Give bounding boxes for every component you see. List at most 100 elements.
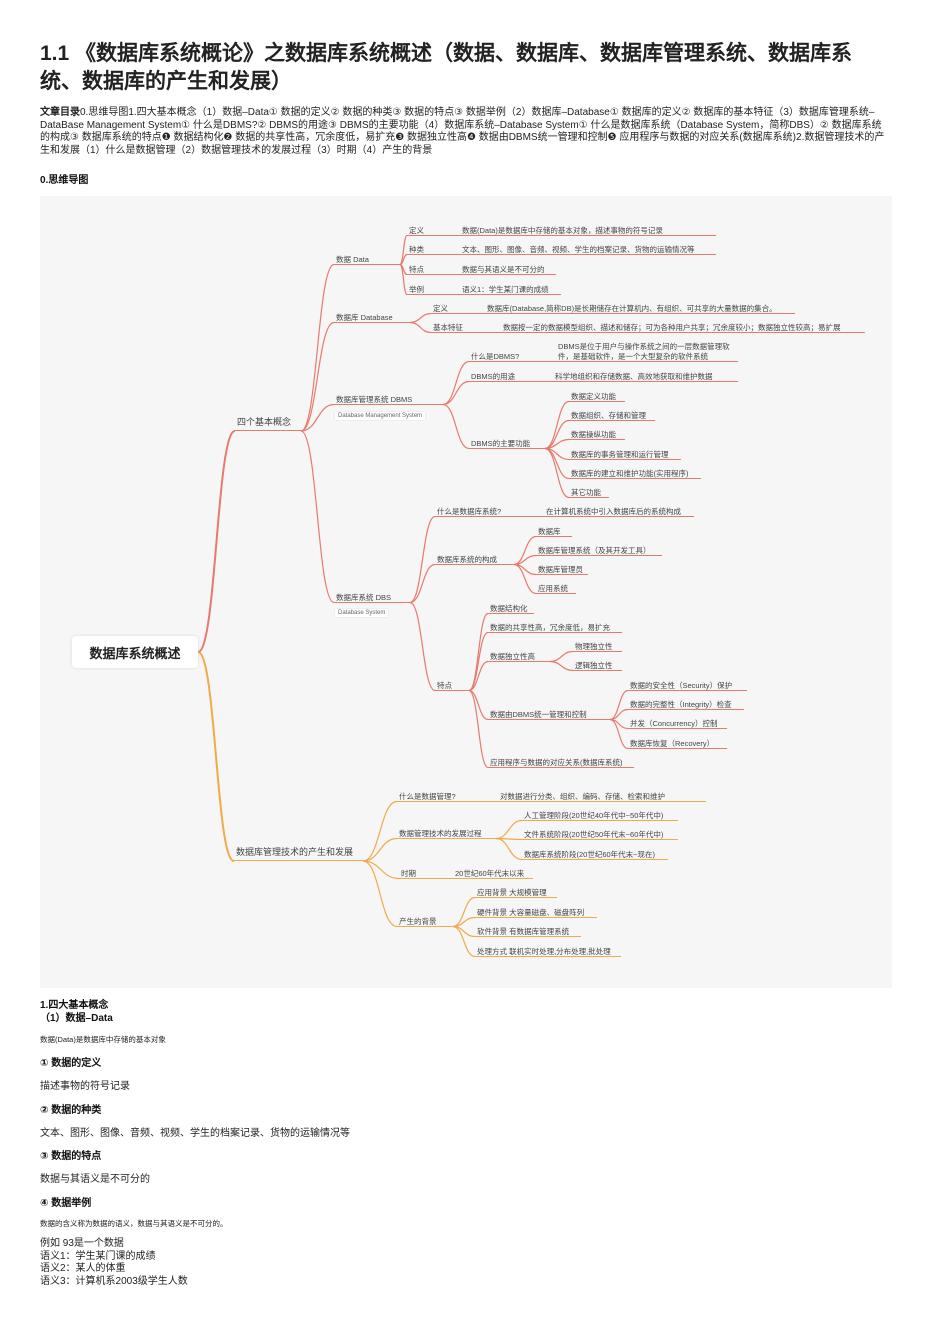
example-line: 例如 93是一个数据 (40, 1238, 124, 1249)
mind-map-edge (362, 800, 398, 862)
mind-map-node: 数据库系统的构成 (435, 554, 514, 565)
table-of-contents: 文章目录0.思维导图1.四大基本概念（1）数据–Data① 数据的定义② 数据的… (40, 107, 890, 157)
mind-map-node: 定义 (431, 303, 795, 314)
mind-map-edge (300, 321, 335, 432)
mind-map-node: 数据管理技术的发展过程 (397, 828, 496, 839)
heading-data: （1）数据–Data (40, 1013, 113, 1024)
mind-map-edge (549, 660, 574, 672)
mind-map-edge (300, 430, 335, 604)
section-heading-mindmap: 0.思维导图 (40, 175, 89, 186)
mind-map-edge (468, 631, 489, 692)
mind-map-node: 种类 (407, 244, 716, 255)
mind-map-edge (544, 447, 570, 499)
dbms-subtitle: Database Management System (334, 411, 427, 421)
mind-map-node: 应用系统 (536, 583, 576, 594)
mind-map-edge (549, 650, 574, 663)
mind-map-node: DBMS的用途 (469, 371, 738, 382)
mind-map-node: 逻辑独立性 (573, 660, 622, 671)
mind-map-edge (197, 430, 236, 653)
mind-map-edge (468, 612, 489, 692)
mind-map-node: 什么是数据库系统? (435, 506, 694, 517)
mind-map-node: 并发（Concurrency）控制 (628, 718, 727, 729)
mind-map-edge (495, 819, 523, 840)
mind-map-value: 数据按一定的数据模型组织、描述和储存；可为各种用户共享；冗余度较小；数据独立性较… (503, 322, 841, 332)
mind-map-value: DBMS是位于用户与操作系统之间的一层数据管理软件，是基础软件，是一个大型复杂的… (558, 342, 730, 361)
mind-map-node: 人工管理阶段(20世纪40年代中~50年代中) (522, 810, 678, 821)
mind-map-edge (409, 312, 432, 324)
mind-map-edge (468, 660, 489, 692)
mind-map-edge (495, 837, 523, 861)
mind-map-edge (442, 360, 470, 406)
types-text: 文本、图形、图像、音频、视频、学生的档案记录、货物的运输情况等 (40, 1128, 350, 1139)
toc-label: 文章目录 (40, 107, 80, 118)
mind-map-node: 数据由DBMS统一管理和控制 (488, 709, 610, 720)
mind-map-node: 硬件背景 大容量磁盘、磁盘阵列 (475, 907, 597, 918)
mind-map-edge (452, 925, 476, 958)
mind-map-node: 数据的完整性（Integrity）检查 (628, 699, 744, 710)
mind-map-node: 定义 (407, 225, 716, 236)
mind-map-edge (362, 860, 400, 880)
mind-map-node: 数据结构化 (488, 603, 534, 614)
mind-map-node: 数据库恢复（Recovery） (628, 738, 727, 749)
mind-map-node: 数据库管理员 (536, 564, 588, 575)
example-line: 语义1：学生某门课的成绩 (40, 1250, 156, 1262)
mind-map-node: 应用背景 大规模管理 (475, 887, 557, 898)
mind-map-node: 数据库 (536, 526, 572, 537)
mind-map-node: 软件背景 有数据库管理系统 (475, 926, 581, 937)
mind-map-edge (300, 263, 335, 432)
article-title: 1.1 《数据库系统概论》之数据库系统概述（数据、数据库、数据库管理系统、数据库… (40, 42, 853, 93)
mind-map-value: 语义1：学生某门课的成绩 (462, 284, 549, 294)
mind-map-edge (409, 601, 436, 692)
mind-map-node: 举例 (407, 284, 561, 295)
mind-map-node: 处理方式 联机实时处理,分布处理,批处理 (475, 946, 621, 957)
mind-map-node: 物理独立性 (573, 641, 622, 652)
mind-map-node: 数据库的事务管理和运行管理 (569, 449, 681, 460)
mind-map-node: 基本特征 (431, 322, 865, 333)
mind-map-value: 数据与其语义是不可分的 (462, 264, 545, 274)
mind-map-node: 数据的安全性（Security）保护 (628, 680, 747, 691)
toc-links[interactable]: 0.思维导图1.四大基本概念（1）数据–Data① 数据的定义② 数据的种类③ … (40, 107, 885, 156)
mind-map-node: 数据库系统 DBS (334, 592, 410, 603)
mind-map-node: 什么是DBMS? (469, 351, 738, 362)
mind-map-value: 20世纪60年代末以来 (455, 868, 525, 878)
mind-map-node: 数据的共享性高，冗余度低，易扩充 (488, 622, 622, 633)
heading-definition: ① 数据的定义 (40, 1058, 102, 1069)
mind-map-edge (409, 563, 436, 604)
mind-map-node: 数据库的建立和维护功能(实用程序) (569, 468, 701, 479)
mind-map-node: 数据独立性高 (488, 651, 550, 662)
mind-map-node: 其它功能 (569, 487, 609, 498)
definition-text: 描述事物的符号记录 (40, 1081, 130, 1092)
mind-map-edges (197, 234, 629, 958)
mind-map-node: 数据组织、存储和管理 (569, 410, 655, 421)
mind-map-node: 数据库系统阶段(20世纪60年代末~现在) (522, 849, 668, 860)
heading-features: ③ 数据的特点 (40, 1151, 102, 1162)
mind-map-image: 数据库系统概述 Database Management System Datab… (40, 196, 892, 988)
mind-map-node: 什么是数据管理? (397, 791, 706, 802)
example-line: 语义2：某人的体重 (40, 1263, 126, 1274)
mind-map-node: 数据库 Database (334, 312, 410, 323)
example-line: 语义3：计算机系2003级学生人数 (40, 1275, 188, 1287)
mind-map-node: 数据操纵功能 (569, 429, 625, 440)
mind-map-node: 特点 (407, 264, 556, 275)
mind-map-value: 在计算机系统中引入数据库后的系统构成 (546, 506, 681, 516)
mind-map-value: 数据(Data)是数据库中存储的基本对象，描述事物的符号记录 (462, 225, 663, 235)
mind-map-edge (362, 860, 398, 928)
example-lines: 例如 93是一个数据 语义1：学生某门课的成绩 语义2：某人的体重 语义3：计算… (40, 1238, 188, 1288)
examples-text: 数据的含义称为数据的语义，数据与其语义是不可分的。 (40, 1219, 228, 1228)
mind-map-edge (609, 718, 629, 750)
mind-map-node: 数据库管理系统 DBMS (334, 394, 443, 405)
mind-map-edge (442, 380, 470, 406)
mind-map-edge (442, 403, 470, 450)
mind-map-value: 文本、图形、图像、音频、视频、学生的档案记录、货物的运输情况等 (462, 244, 695, 254)
mind-map-edge (197, 651, 235, 862)
mind-map-edge (468, 689, 489, 721)
mind-map-edge (399, 263, 408, 296)
mind-map-root: 数据库系统概述 (72, 636, 198, 668)
mind-map-value: 数据库(Database,简称DB)是长期储存在计算机内、有组织、可共享的大量数… (487, 303, 777, 313)
mind-map-node: 数据定义功能 (569, 391, 625, 402)
mind-map-edge (544, 400, 570, 450)
intro-text: 数据(Data)是数据库中存储的基本对象 (40, 1035, 166, 1044)
mind-map-value: 科学地组织和存储数据、高效地获取和维护数据 (555, 371, 713, 381)
mind-map-node: 文件系统阶段(20世纪50年代末~60年代中) (522, 829, 678, 840)
mind-map-node: 特点 (435, 680, 469, 691)
